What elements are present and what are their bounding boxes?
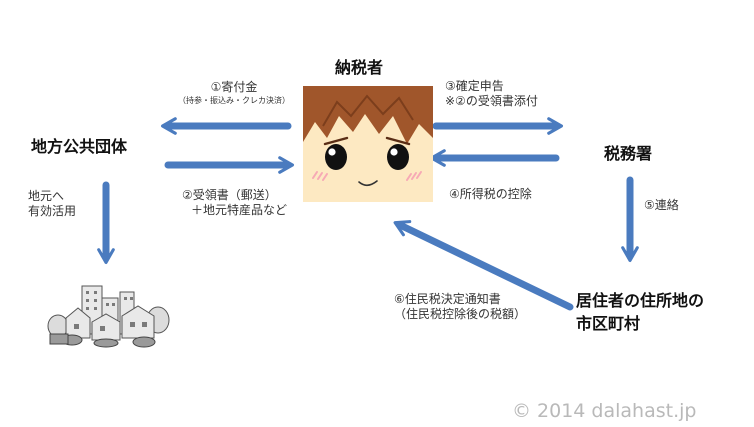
town-buildings-icon bbox=[47, 285, 170, 348]
tax-return-label: ③確定申告 ※②の受領書添付 bbox=[445, 79, 538, 109]
income-tax-deduction-label: ④所得税の控除 bbox=[449, 187, 532, 201]
local-government-label: 地方公共団体 bbox=[31, 137, 128, 156]
taxpayer-face-icon bbox=[303, 86, 433, 202]
receipt-label: ②受領書（郵送） ＋地元特産品など bbox=[182, 188, 287, 218]
tax-office-label: 税務署 bbox=[604, 144, 653, 163]
resident-tax-notice-label: ⑥住民税決定通知書 （住民税控除後の税額） bbox=[394, 292, 526, 322]
donation-main: ①寄付金 bbox=[210, 80, 258, 94]
arrow-resident-tax-notice bbox=[393, 220, 574, 311]
local-use-line1: 地元へ bbox=[28, 189, 65, 203]
taxpayer-label: 納税者 bbox=[335, 58, 384, 77]
local-use-line2: 有効活用 bbox=[28, 204, 77, 218]
residence-municipality-line2: 市区町村 bbox=[576, 314, 641, 333]
copyright-watermark: © 2014 dalahast.jp bbox=[512, 400, 697, 422]
tax-return-line1: ③確定申告 bbox=[445, 79, 504, 93]
receipt-line2: ＋地元特産品など bbox=[191, 203, 288, 217]
donation-sub: （持参・振込み・クレカ決済） bbox=[178, 96, 290, 105]
resident-tax-notice-line1: ⑥住民税決定通知書 bbox=[394, 292, 501, 306]
contact-label: ⑤連絡 bbox=[644, 198, 679, 212]
residence-municipality-label: 居住者の住所地の 市区町村 bbox=[576, 289, 704, 335]
local-use-label: 地元へ 有効活用 bbox=[28, 189, 76, 219]
receipt-line1: ②受領書（郵送） bbox=[182, 188, 277, 202]
donation-label: ①寄付金 （持参・振込み・クレカ決済） bbox=[175, 80, 293, 106]
residence-municipality-line1: 居住者の住所地の bbox=[576, 291, 705, 310]
tax-return-line2: ※②の受領書添付 bbox=[445, 94, 538, 108]
resident-tax-notice-line2: （住民税控除後の税額） bbox=[394, 307, 527, 321]
